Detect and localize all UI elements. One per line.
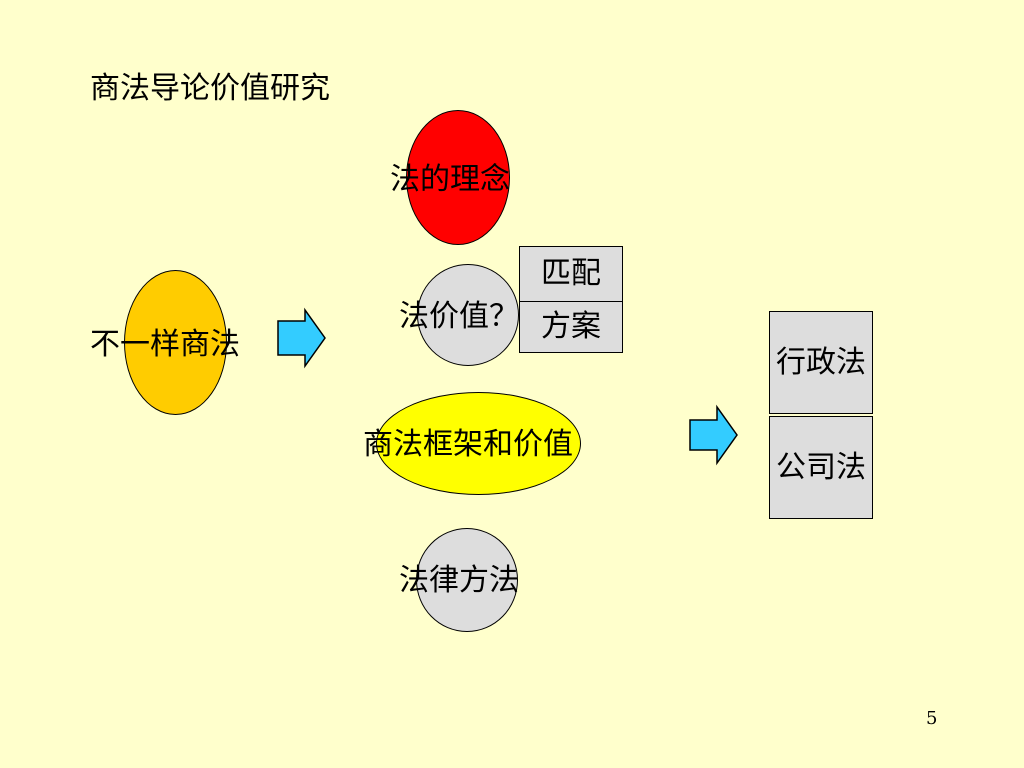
framework-ellipse — [376, 392, 581, 495]
method-label: 法律方法 — [399, 563, 519, 598]
concept-ellipse — [406, 110, 510, 245]
concept-label: 法的理念 — [390, 162, 510, 197]
page-title: 商法导论价值研究 — [90, 71, 330, 106]
page-number: 5 — [926, 708, 938, 729]
right-arrow-icon — [277, 307, 326, 369]
left-topic-label: 不一样商法 — [90, 327, 240, 362]
match-box: 匹配 — [519, 246, 623, 302]
value-label: 法价值？ — [399, 299, 519, 334]
value-ellipse — [417, 264, 519, 366]
company-law-box: 公司法 — [769, 416, 873, 519]
plan-box: 方案 — [519, 301, 623, 353]
method-ellipse — [416, 528, 518, 632]
framework-label: 商法框架和价值 — [363, 427, 573, 462]
right-arrow-icon — [689, 404, 738, 466]
administrative-law-box: 行政法 — [769, 311, 873, 414]
left-topic-ellipse — [124, 270, 227, 415]
